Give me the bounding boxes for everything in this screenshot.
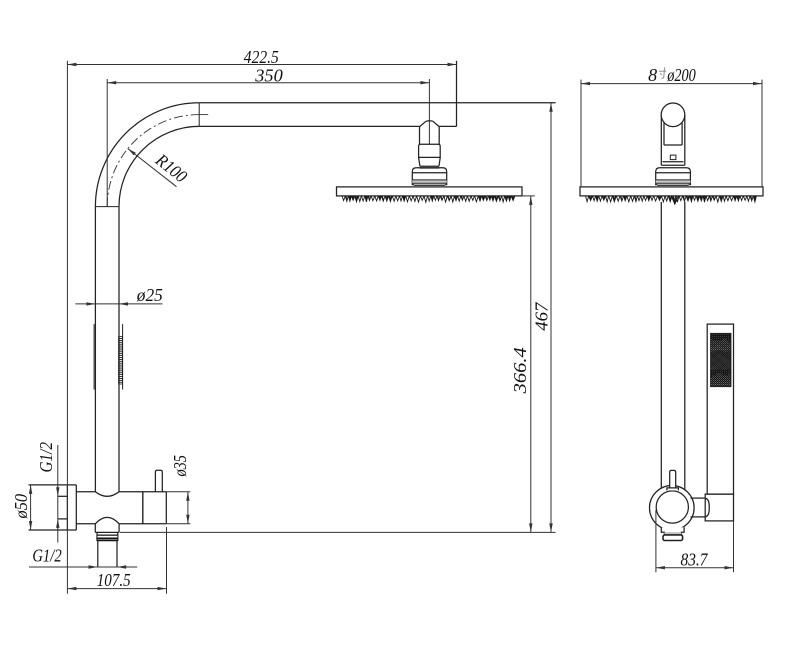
svg-text:107.5: 107.5 (97, 570, 131, 590)
svg-text:G1/2: G1/2 (32, 546, 61, 566)
svg-text:350: 350 (254, 66, 283, 86)
svg-text:ø50: ø50 (11, 494, 31, 519)
svg-text:ø25: ø25 (136, 285, 163, 305)
svg-text:83.7: 83.7 (681, 550, 709, 570)
svg-text:8: 8 (648, 65, 657, 85)
svg-text:G1/2: G1/2 (36, 442, 56, 473)
svg-text:366.4: 366.4 (510, 347, 530, 394)
svg-text:ø35: ø35 (170, 455, 190, 477)
svg-text:ø200: ø200 (666, 65, 695, 85)
svg-text:422.5: 422.5 (244, 47, 279, 67)
svg-text:467: 467 (532, 302, 552, 331)
